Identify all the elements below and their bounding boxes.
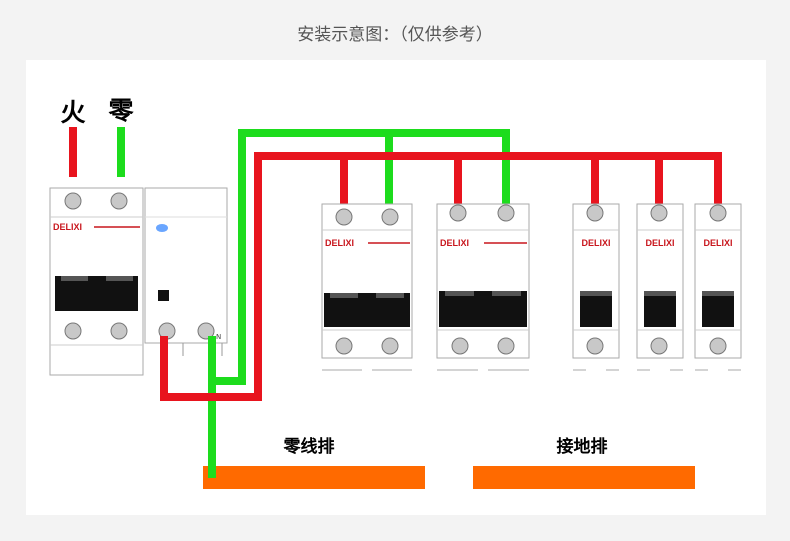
live-input-wire [69, 127, 77, 177]
live-input-label: 火 [60, 98, 85, 127]
main-breaker-brand: DELIXI [53, 222, 82, 232]
branch-breaker-2: DELIXI [436, 203, 530, 371]
branch-breaker-5-brand: DELIXI [703, 238, 732, 248]
rcd-terminal-n-label: N [216, 333, 221, 341]
main-breaker: DELIXI [49, 187, 144, 376]
live-wiring [160, 152, 722, 401]
neutral-bar-label: 零线排 [283, 436, 335, 457]
test-button-icon [156, 224, 168, 232]
branch-breaker-2-brand: DELIXI [440, 238, 469, 248]
rcd-module: N [144, 187, 228, 356]
branch-breaker-5: DELIXI [694, 203, 742, 371]
branch-breaker-1: DELIXI [321, 203, 413, 371]
ground-bar-label: 接地排 [557, 436, 608, 457]
neutral-input-wire [117, 127, 125, 177]
branch-breaker-3: DELIXI [572, 203, 620, 371]
ground-bar [473, 466, 695, 489]
page-title: 安装示意图：（仅供参考） [297, 25, 493, 45]
indicator-square [158, 290, 169, 301]
neutral-bar [203, 466, 425, 489]
neutral-input-label: 零 [107, 96, 134, 125]
branch-breaker-3-brand: DELIXI [581, 238, 610, 248]
branch-breaker-1-brand: DELIXI [325, 238, 354, 248]
neutral-bar-connection [208, 466, 216, 478]
branch-breaker-4: DELIXI [636, 203, 684, 371]
neutral-wiring [208, 129, 510, 478]
branch-breaker-4-brand: DELIXI [645, 238, 674, 248]
